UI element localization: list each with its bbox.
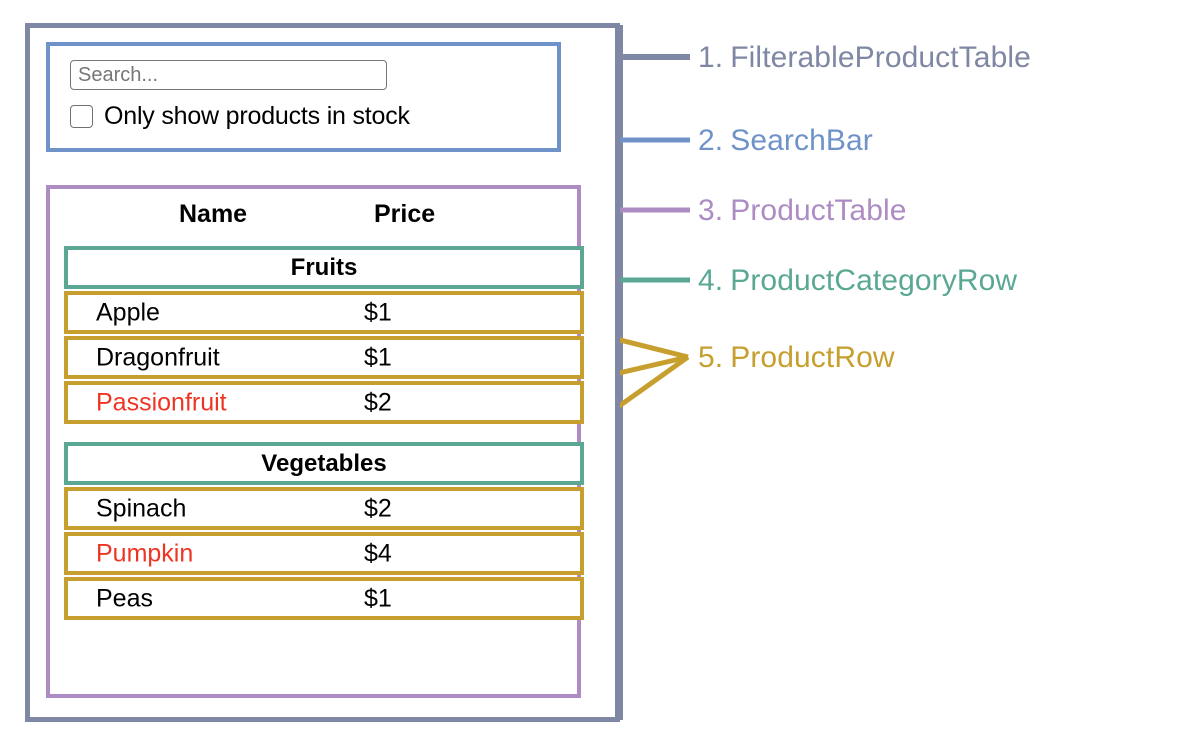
filterable-product-table-box: Only show products in stock Name Price F… [25,23,620,722]
product-row: Passionfruit $2 [64,381,584,424]
product-category-row: Vegetables [64,442,584,485]
legend-number: 1. [698,41,724,74]
legend-text: FilterableProductTable [730,41,1031,74]
legend-item-product-row: 5.ProductRow [698,341,895,375]
table-header-row: Name Price [64,200,584,240]
product-price: $1 [364,584,392,612]
legend-text: ProductCategoryRow [730,264,1018,297]
product-name: Spinach [96,494,187,522]
product-price: $1 [364,298,392,326]
product-name-out-of-stock: Pumpkin [96,539,194,567]
legend-number: 2. [698,124,724,157]
legend-text: ProductRow [730,341,895,374]
product-row: Spinach $2 [64,487,584,530]
product-category-label: Vegetables [261,449,387,477]
legend-item-search-bar: 2.SearchBar [698,124,873,158]
product-rows-area: Fruits Apple $1 Dragonfruit $1 Passionfr… [64,246,584,622]
product-name: Peas [96,584,153,612]
in-stock-filter-row[interactable]: Only show products in stock [70,102,410,131]
legend-text: ProductTable [730,194,907,227]
product-price: $2 [364,388,392,416]
product-row: Dragonfruit $1 [64,336,584,379]
column-header-name: Name [179,200,248,228]
legend-text: SearchBar [730,124,873,157]
search-bar-box: Only show products in stock [46,42,561,152]
product-row: Peas $1 [64,577,584,620]
column-header-price: Price [374,200,436,228]
in-stock-checkbox-label: Only show products in stock [104,102,410,130]
product-category-row: Fruits [64,246,584,289]
legend-number: 3. [698,194,724,227]
product-name: Dragonfruit [96,343,220,371]
product-row: Pumpkin $4 [64,532,584,575]
product-price: $1 [364,343,392,371]
legend-item-filterable-product-table: 1.FilterableProductTable [698,41,1031,75]
product-row: Apple $1 [64,291,584,334]
product-price: $2 [364,494,392,522]
in-stock-checkbox[interactable] [70,105,93,128]
product-price: $4 [364,539,392,567]
legend-number: 5. [698,341,724,374]
legend-number: 4. [698,264,724,297]
product-name: Apple [96,298,160,326]
product-category-label: Fruits [290,253,358,281]
legend-item-product-table: 3.ProductTable [698,194,907,228]
legend-item-product-category-row: 4.ProductCategoryRow [698,264,1017,298]
product-name-out-of-stock: Passionfruit [96,388,227,416]
search-input[interactable] [70,60,387,90]
product-table-box: Name Price Fruits Apple $1 Dragonfruit $… [46,185,584,698]
